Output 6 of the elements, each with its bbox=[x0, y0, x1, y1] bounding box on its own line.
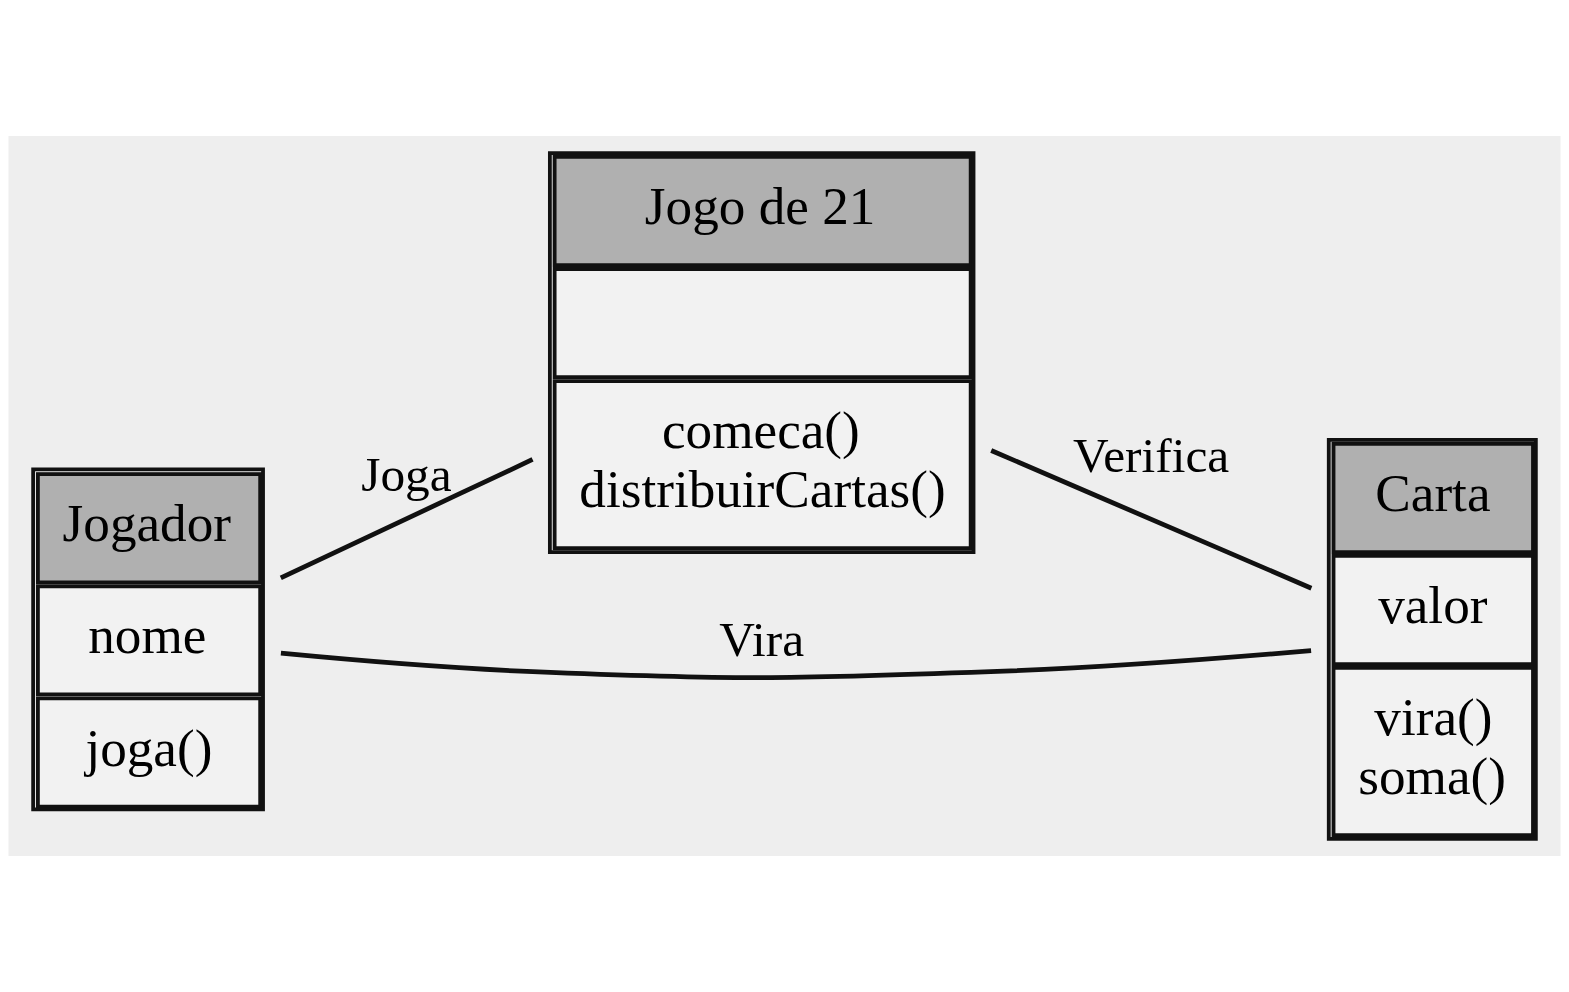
edge-label: Verifica bbox=[1073, 427, 1230, 483]
connector bbox=[280, 648, 1312, 681]
edge-label: Joga bbox=[361, 446, 452, 502]
edge-label: Vira bbox=[719, 612, 805, 668]
connector bbox=[279, 457, 534, 581]
connector bbox=[990, 448, 1313, 591]
